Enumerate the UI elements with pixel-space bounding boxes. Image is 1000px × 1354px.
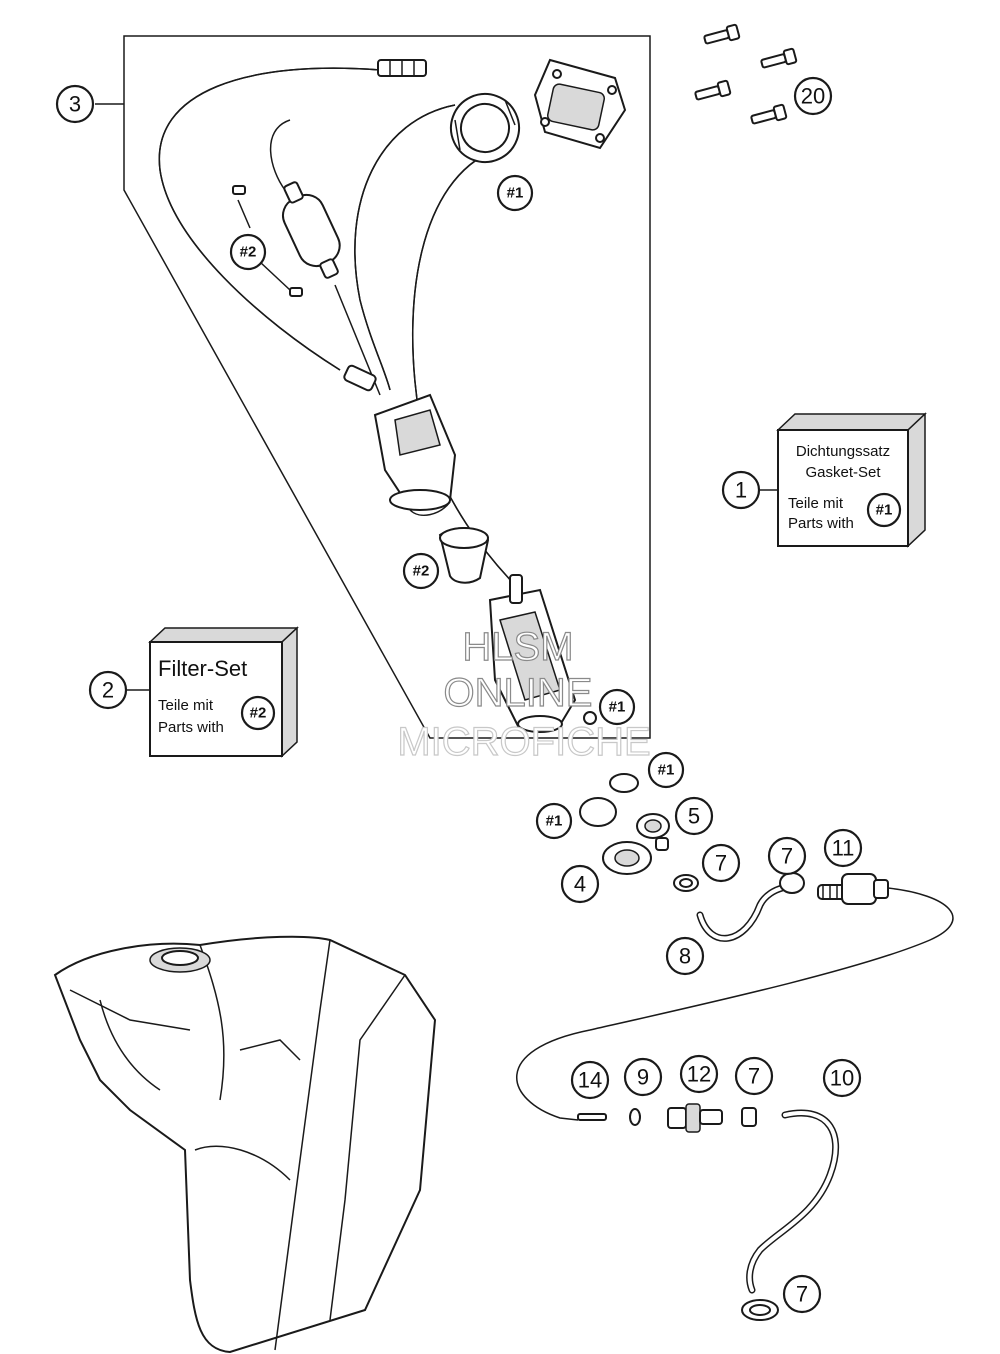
fuel-tank [53,935,437,1354]
tag-1-gasket-box: #1 [866,492,902,528]
callout-3: 3 [55,84,95,124]
svg-text:#2: #2 [250,705,267,722]
inline-fuel-filter [232,181,341,297]
fuel-line [516,887,954,1121]
gasket-box-line1: Dichtungssatz [796,443,890,460]
svg-text:12: 12 [687,1062,711,1087]
hose-nipple-12 [667,1103,723,1133]
callout-4: 4 [560,864,600,904]
watermark-line2: ONLINE [444,671,593,715]
callout-7-a: 7 [701,843,741,883]
svg-text:20: 20 [801,84,825,109]
callout-7-d: 7 [782,1274,822,1314]
callout-5: 5 [674,796,714,836]
tag-1-seal-lower: #1 [535,802,573,840]
tag-1-top: #1 [496,174,534,212]
tag-2-filter-box: #2 [240,695,276,731]
gasket-box-line3: Teile mit [788,495,844,512]
wiring-connector [377,59,427,77]
ring-nut-4 [602,841,652,875]
svg-text:14: 14 [578,1068,602,1093]
fuel-pump-body [343,364,457,517]
pump-flange [533,58,627,150]
hose-clamp-row [741,1107,757,1127]
svg-text:7: 7 [796,1282,808,1307]
callout-1: 1 [721,470,761,510]
filter-box-title: Filter-Set [158,656,247,681]
callout-7-c: 7 [734,1056,774,1096]
tag-2-filter: #2 [229,233,267,271]
svg-text:7: 7 [748,1064,760,1089]
hose-clamp-bottom [741,1299,779,1321]
svg-text:3: 3 [69,92,81,117]
svg-text:#2: #2 [413,563,430,580]
svg-text:11: 11 [832,836,855,861]
tag-1-pump: #1 [598,688,636,726]
svg-text:#1: #1 [507,185,524,202]
callout-10: 10 [822,1058,862,1098]
hose-10 [746,1109,840,1294]
callout-14: 14 [570,1060,610,1100]
svg-text:#1: #1 [658,762,675,779]
sealing-ring-top [450,93,520,163]
callout-2: 2 [88,670,128,710]
gasket-box-line4: Parts with [788,515,854,532]
svg-text:10: 10 [830,1066,854,1091]
callout-11: 11 [823,828,863,868]
filter-set-box: Filter-Set Teile mit Parts with [148,626,299,758]
svg-text:7: 7 [781,844,793,869]
pre-filter-sock [438,527,490,584]
svg-text:5: 5 [688,804,700,829]
callout-7-b: 7 [767,836,807,876]
tag-2-sock: #2 [402,552,440,590]
tag-1-seal-upper: #1 [647,751,685,789]
watermark-line3: MICROFICHE [397,720,650,764]
filter-box-line3: Teile mit [158,697,214,714]
svg-text:7: 7 [715,851,727,876]
pump-lower-housing [488,574,597,733]
svg-text:#1: #1 [546,813,563,830]
svg-text:4: 4 [574,872,586,897]
o-ring-9 [629,1108,641,1126]
svg-text:#1: #1 [876,502,893,519]
svg-text:2: 2 [102,678,114,703]
callout-9: 9 [623,1057,663,1097]
screws [694,23,798,125]
seals [579,773,639,827]
filter-box-line4: Parts with [158,719,224,736]
valve-5 [636,813,670,851]
callout-12: 12 [679,1054,719,1094]
svg-text:9: 9 [637,1065,649,1090]
elbow-hose-8 [696,872,805,942]
svg-text:1: 1 [735,478,747,503]
watermark-line1: HLSM [462,625,573,669]
svg-text:8: 8 [679,944,691,969]
screw-14 [577,1113,607,1121]
svg-text:#2: #2 [240,244,257,261]
quick-coupler-11 [817,873,889,905]
hose-clamp-small [673,874,699,892]
fuel-pump-assembly-outline [123,35,651,739]
callout-8: 8 [665,936,705,976]
callout-20: 20 [793,76,833,116]
gasket-set-box: Dichtungssatz Gasket-Set Teile mit Parts… [776,412,927,548]
svg-text:#1: #1 [609,699,626,716]
gasket-box-line2: Gasket-Set [805,464,881,481]
